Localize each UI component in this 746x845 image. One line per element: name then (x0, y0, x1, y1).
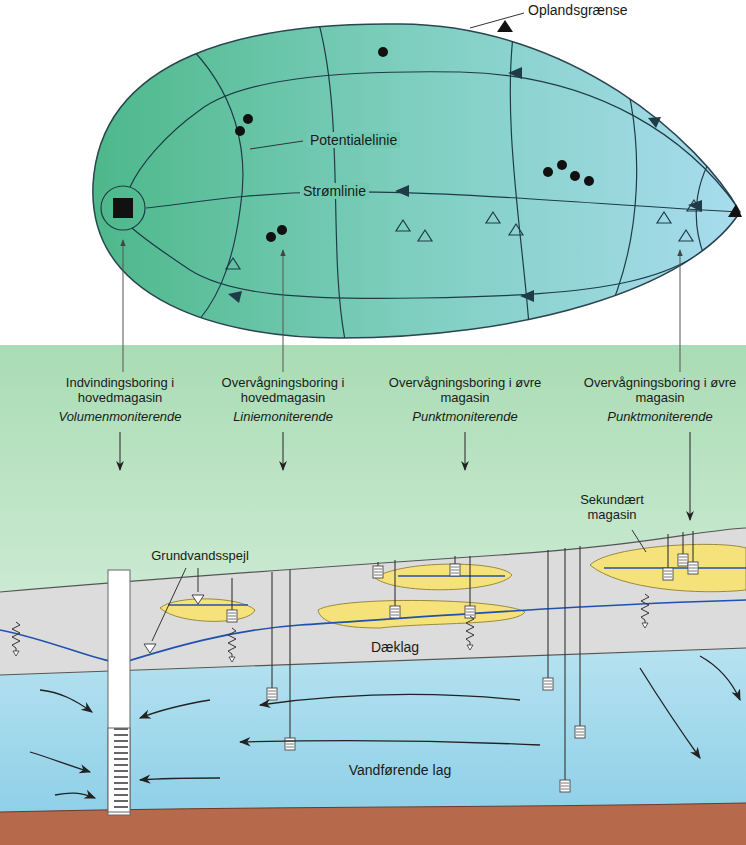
potential-line-label: Potentialelinie (307, 132, 400, 148)
borehole-type: Volumenmoniterende (40, 410, 200, 425)
borehole-title: Indvindingsboring i hovedmagasin (40, 376, 200, 406)
water-table-label: Grundvandsspejl (151, 549, 249, 564)
secondary-aquifer-label: Sekundært magasin (567, 493, 657, 523)
borehole-type: Punktmoniterende (580, 410, 740, 425)
borehole-title: Overvågningsboring i hovedmagasin (203, 376, 363, 406)
layer-label: Vandførende lag (349, 762, 451, 778)
borehole-type: Liniemoniterende (203, 410, 363, 425)
catchment-label: Oplandsgrænse (528, 2, 628, 18)
streamline-label: Strømlinie (300, 183, 369, 199)
borehole-title: Overvågningsboring i øvre magasin (580, 376, 740, 406)
borehole-type: Punktmoniterende (385, 410, 545, 425)
layer-label: Dæklag (371, 639, 419, 655)
borehole-title: Overvågningsboring i øvre magasin (385, 376, 545, 406)
